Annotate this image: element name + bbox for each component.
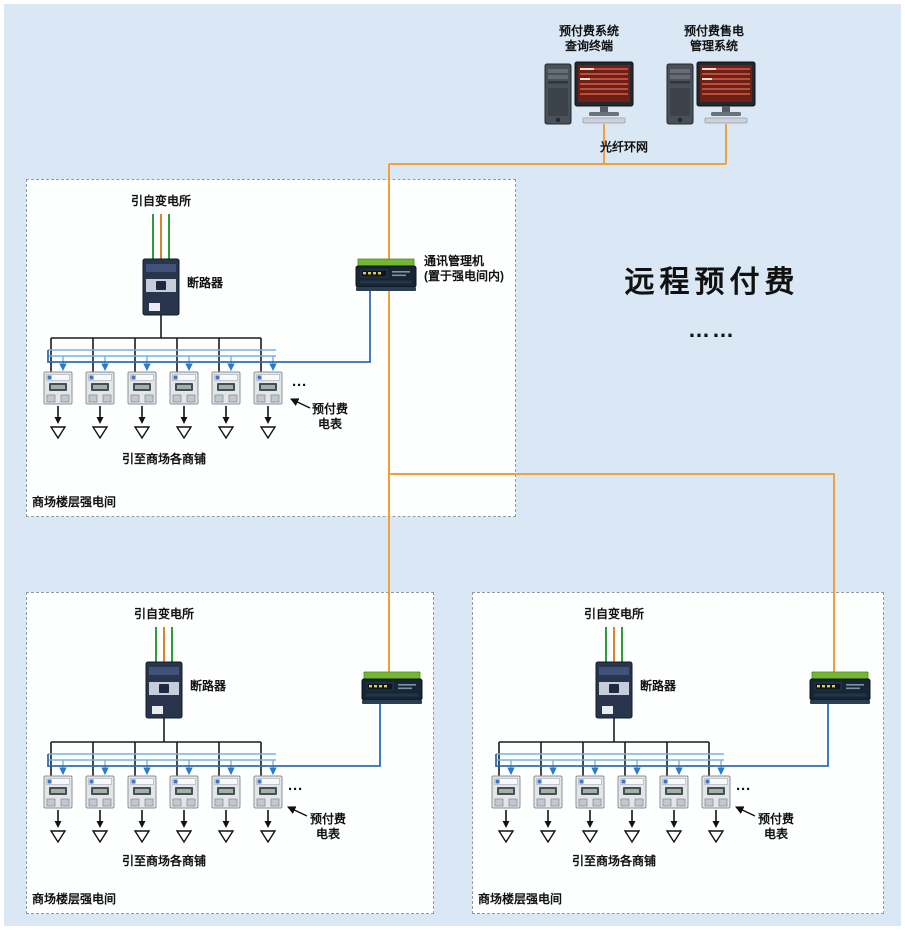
- strong-power-room-2: [26, 592, 434, 914]
- room3-breaker-label: 断路器: [640, 679, 677, 693]
- vending-system-label: 预付费售电 管理系统: [683, 24, 744, 53]
- room2-meter-label: 预付费 电表: [309, 812, 346, 841]
- room2-name-label: 商场楼层强电间: [32, 892, 117, 906]
- room1-source-label: 引自变电所: [130, 194, 191, 208]
- room1-name-label: 商场楼层强电间: [32, 495, 117, 509]
- computer-tower-icon: [544, 63, 572, 125]
- query-terminal-workstation: [544, 61, 634, 125]
- page-title: 远程预付费: [624, 266, 800, 299]
- vending-management-workstation: [666, 61, 756, 125]
- room3-name-label: 商场楼层强电间: [478, 892, 563, 906]
- computer-monitor-icon: [574, 61, 634, 124]
- room2-meter-ellipsis: ···: [288, 781, 303, 798]
- query-terminal-label: 预付费系统 查询终端: [558, 24, 619, 53]
- room3-source-label: 引自变电所: [583, 607, 644, 621]
- room1-meter-label: 预付费 电表: [311, 402, 348, 431]
- room3-meter-label: 预付费 电表: [757, 812, 794, 841]
- room2-breaker-label: 断路器: [190, 679, 227, 693]
- computer-monitor-icon: [696, 61, 756, 124]
- room1-meter-ellipsis: ···: [292, 377, 307, 394]
- room1-shops-label: 引至商场各商铺: [121, 452, 206, 466]
- room3-shops-label: 引至商场各商铺: [571, 854, 656, 868]
- title-ellipsis: ……: [688, 317, 736, 342]
- computer-tower-icon: [666, 63, 694, 125]
- room1-breaker-label: 断路器: [187, 276, 224, 290]
- room3-meter-ellipsis: ···: [736, 781, 751, 798]
- room2-source-label: 引自变电所: [133, 607, 194, 621]
- fiber-ring-label: 光纤环网: [600, 140, 649, 154]
- room2-shops-label: 引至商场各商铺: [121, 854, 206, 868]
- comm-manager-label: 通讯管理机 (置于强电间内): [424, 254, 504, 283]
